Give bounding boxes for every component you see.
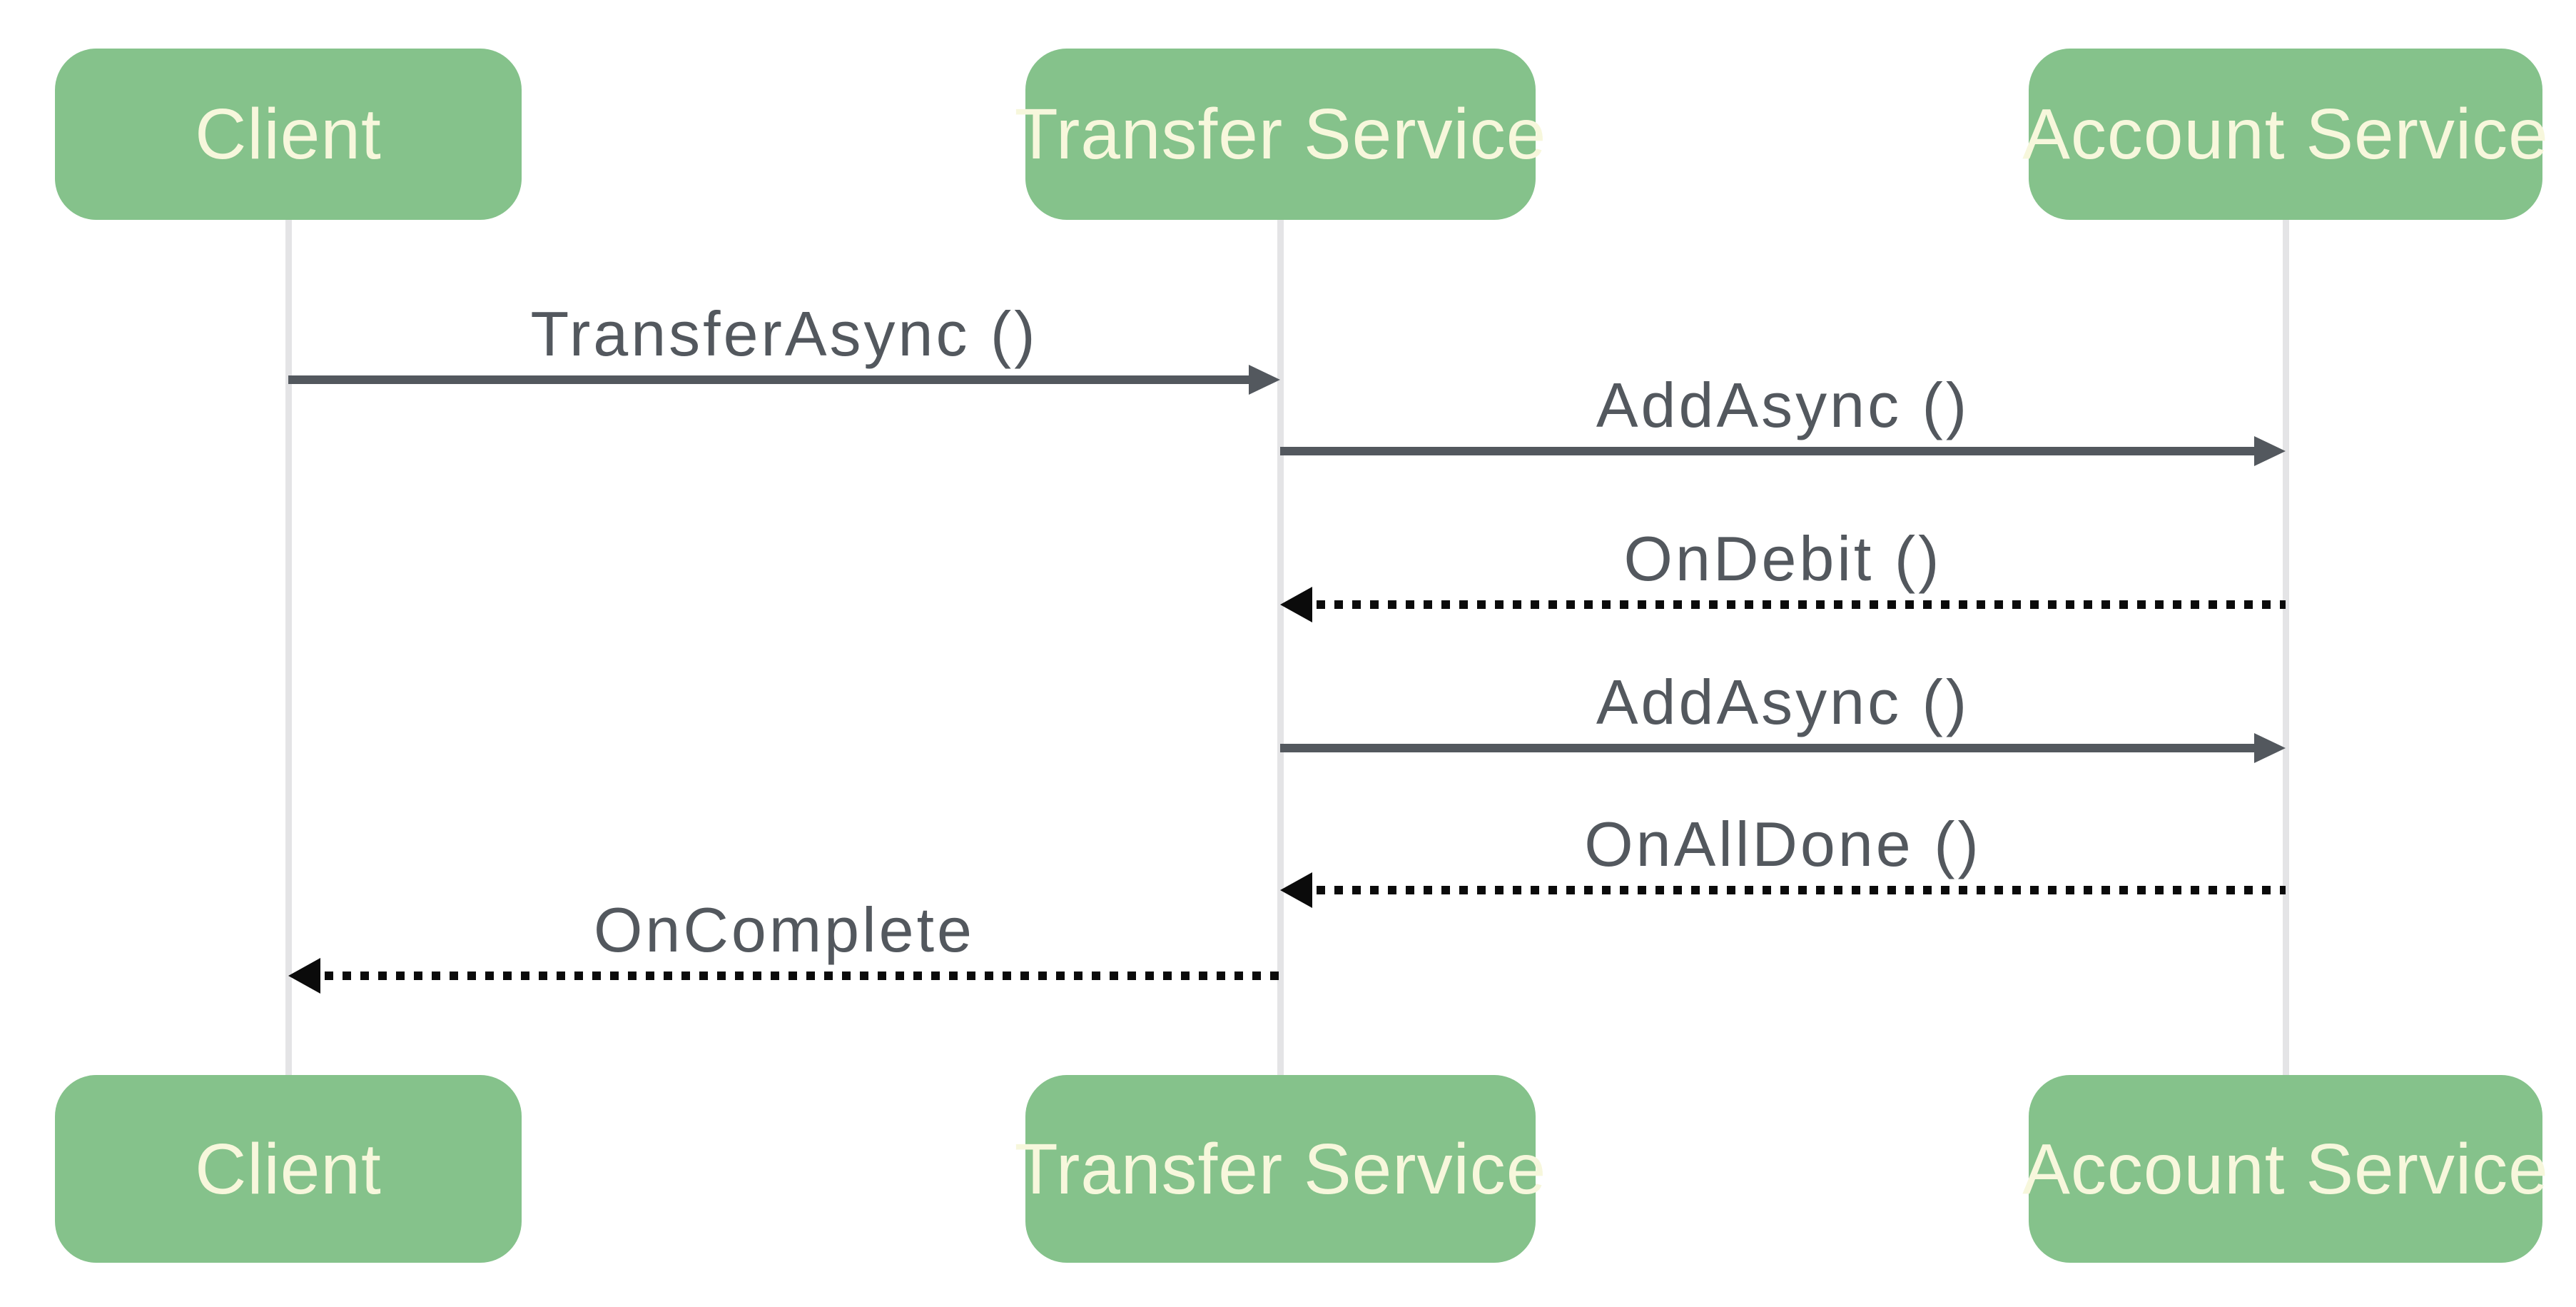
arrowhead-left-icon	[1280, 872, 1312, 908]
lifeline-client	[285, 214, 292, 1081]
actor-label: Transfer Service	[1014, 94, 1547, 174]
lifeline-transfer-service	[1277, 214, 1284, 1081]
actor-transfer-service-top: Transfer Service	[1015, 49, 1546, 220]
actor-label: Account Service	[2022, 94, 2549, 174]
message-line	[1280, 744, 2257, 752]
message-label: TransferAsync ()	[530, 298, 1038, 369]
message-label: OnAllDone ()	[1584, 809, 1982, 879]
arrowhead-right-icon	[2254, 436, 2286, 466]
actor-account-service-bottom: Account Service	[2022, 1075, 2548, 1263]
arrowhead-left-icon	[1280, 587, 1312, 622]
message-line	[1317, 600, 2286, 609]
message-line	[325, 972, 1280, 980]
arrowhead-right-icon	[2254, 733, 2286, 763]
message-label: OnComplete	[593, 894, 975, 965]
actor-client-bottom: Client	[55, 1075, 522, 1263]
message-label: OnDebit ()	[1623, 523, 1942, 594]
actor-transfer-service-bottom: Transfer Service	[1015, 1075, 1546, 1263]
actor-label: Transfer Service	[1014, 1129, 1547, 1209]
message-line	[1280, 447, 2257, 455]
actor-client-top: Client	[55, 49, 522, 220]
arrowhead-right-icon	[1249, 365, 1280, 395]
message-line	[1317, 886, 2286, 894]
actor-label: Client	[195, 1129, 382, 1209]
message-line	[288, 375, 1253, 384]
arrowhead-left-icon	[288, 958, 320, 994]
actor-account-service-top: Account Service	[2022, 49, 2548, 220]
message-label: AddAsync ()	[1596, 667, 1970, 737]
actor-label: Client	[195, 94, 382, 174]
actor-label: Account Service	[2022, 1129, 2549, 1209]
lifeline-account-service	[2283, 214, 2289, 1081]
message-label: AddAsync ()	[1596, 370, 1970, 440]
